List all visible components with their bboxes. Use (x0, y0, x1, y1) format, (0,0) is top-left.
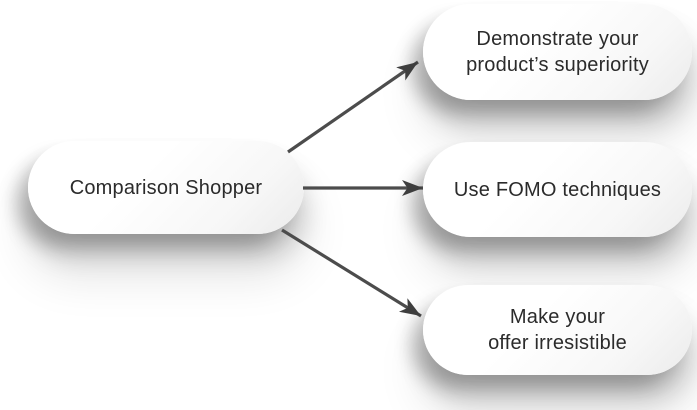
node-label: Comparison Shopper (69, 176, 263, 199)
arrow-root-to-offer (281, 228, 422, 318)
node-use-fomo-techniques[interactable]: Use FOMO techniques (423, 142, 692, 237)
node-label-line: Use FOMO techniques (453, 178, 662, 201)
arrow-root-to-demonstrate (287, 60, 419, 154)
node-comparison-shopper[interactable]: Comparison Shopper (28, 141, 304, 234)
node-make-offer-irresistible[interactable]: Make your offer irresistible (423, 285, 692, 375)
node-label-line: Demonstrate your (476, 28, 639, 50)
node-demonstrate-superiority[interactable]: Demonstrate your product’s superiority (423, 4, 692, 100)
node-label-line: Make your (509, 306, 606, 328)
node-label-line: offer irresistible (488, 332, 627, 354)
node-label-line: product’s superiority (466, 54, 649, 76)
